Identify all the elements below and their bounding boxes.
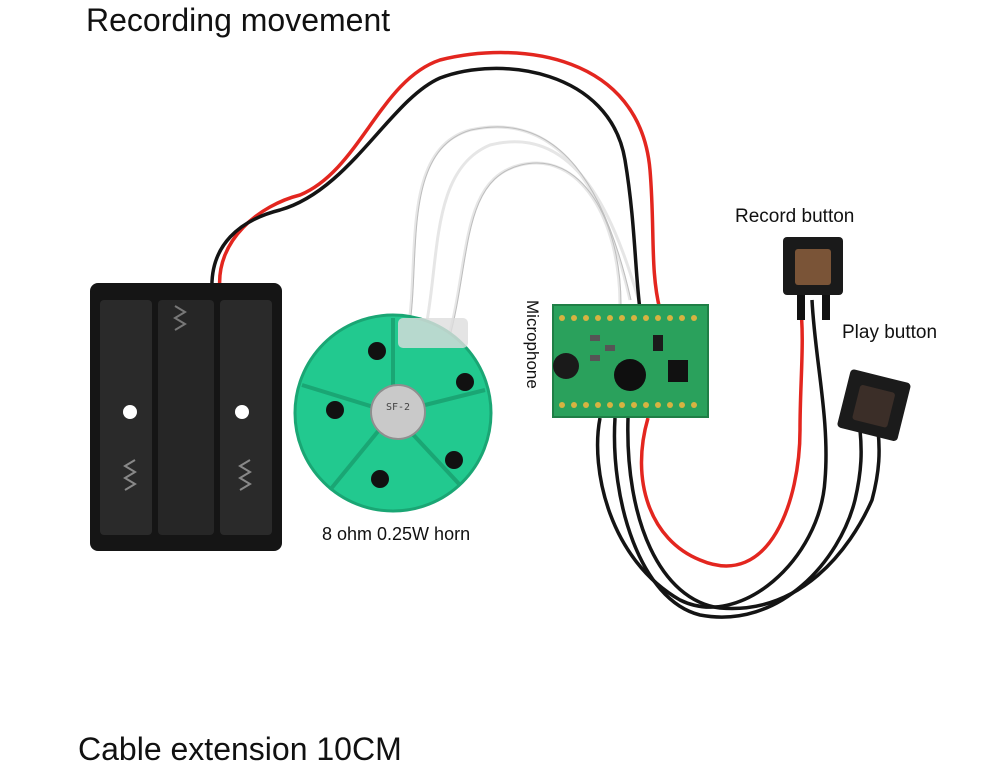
pcb-module-image <box>552 304 709 418</box>
play-button-image <box>837 369 911 442</box>
battery-holder-image <box>90 283 282 551</box>
record-button-image <box>783 237 843 320</box>
battery-wires <box>210 50 662 311</box>
button-wires <box>595 299 881 619</box>
label-play-button: Play button <box>842 322 938 343</box>
label-speaker: 8 ohm 0.25W horn <box>322 524 471 544</box>
caption-title: Recording movement <box>86 2 391 38</box>
microphone-component <box>553 353 579 379</box>
caption-cable-extension: Cable extension 10CM <box>78 731 402 767</box>
speaker-printed-model: SF-2 <box>386 402 410 413</box>
label-microphone: Microphone <box>523 300 542 389</box>
label-record-button: Record button <box>735 206 855 227</box>
speaker-image: SF-2 <box>293 313 493 513</box>
